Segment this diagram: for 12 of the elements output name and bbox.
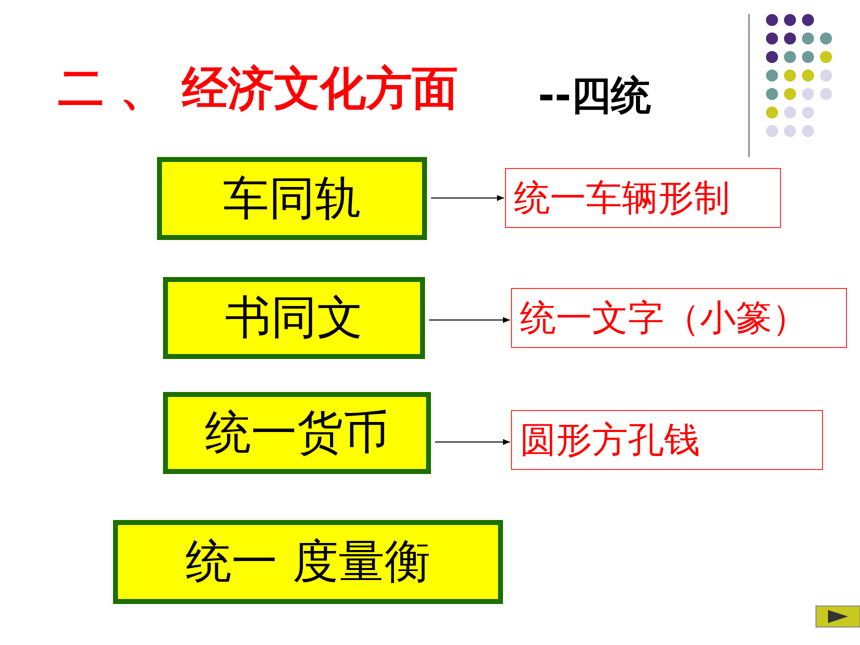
- topic-box: 统一货币: [163, 392, 431, 474]
- note-box: 统一文字（小篆）: [511, 288, 847, 348]
- arrow: [430, 195, 504, 201]
- note-box: 统一车辆形制: [505, 168, 781, 228]
- arrow: [434, 439, 510, 445]
- subtitle: --四统: [538, 72, 652, 121]
- title: 二 、 经济文化方面: [58, 60, 458, 117]
- topic-box: 统一 度量衡: [113, 520, 503, 604]
- note-box: 圆形方孔钱: [511, 410, 823, 470]
- topic-box: 书同文: [163, 277, 425, 359]
- arrow: [428, 317, 510, 323]
- topic-box: 车同轨: [157, 157, 427, 240]
